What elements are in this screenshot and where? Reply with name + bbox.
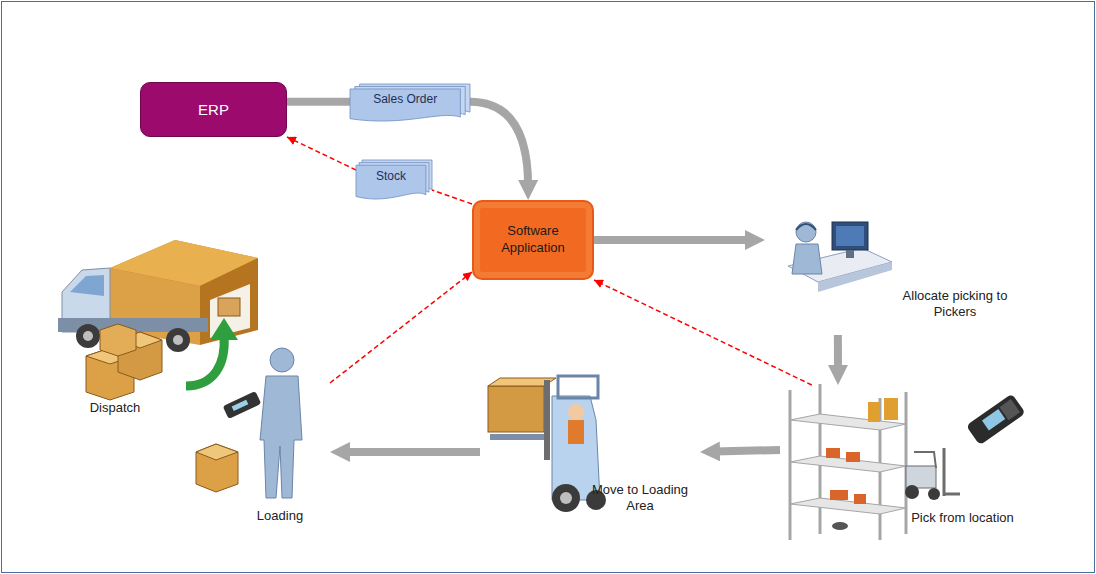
truck-icon-part [166, 328, 190, 352]
pick-forklift-part [943, 448, 946, 496]
rack-shelves-part [854, 494, 866, 504]
step-caption: Pick from location [885, 510, 1040, 526]
rack-shelves [790, 384, 906, 540]
rack-shelves-part [826, 448, 840, 458]
step-caption: Loading [240, 508, 320, 524]
forklift-icon-part [544, 380, 550, 460]
desk-operator-part [792, 244, 822, 274]
pick-forklift-part [906, 466, 936, 488]
truck-icon-part [218, 298, 240, 316]
feedback-arrow [594, 280, 812, 385]
load-arrow-part [210, 318, 238, 340]
rack-shelves-part [868, 402, 880, 422]
handheld-scanner-part [966, 394, 1026, 446]
truck-icon-part [83, 331, 93, 341]
loader-figure-part [260, 376, 302, 498]
handheld-scanner-part [999, 399, 1020, 420]
truck-icon [58, 240, 258, 352]
rack-shelves-part [789, 390, 792, 540]
forklift-icon-part [560, 492, 572, 504]
loader-box [196, 444, 238, 492]
document-label: Sales Order [350, 86, 460, 113]
feedback-arrow [287, 137, 356, 170]
handheld-scanner-part [982, 409, 1005, 430]
step-group: Pick from location [780, 385, 1045, 545]
step-group: Move to Loading Area [480, 380, 700, 520]
flow-arrow [470, 102, 528, 186]
step-caption: Dispatch [80, 400, 150, 416]
pick-forklift-part [905, 485, 919, 499]
load-arrow-part [186, 336, 224, 386]
desk-operator-part [796, 222, 816, 242]
truck-icon-part [70, 275, 104, 296]
forklift-icon [488, 376, 606, 512]
loader-box-part [196, 444, 238, 460]
truck-icon-part [76, 324, 100, 348]
feedback-arrow [432, 190, 472, 204]
step-caption: Allocate picking to Pickers [880, 288, 1030, 319]
flow-arrow [344, 448, 480, 456]
box-label: Software Application [480, 202, 586, 278]
loader-figure-part [270, 348, 294, 372]
desk-operator-part [832, 222, 868, 250]
rack-shelves-part [832, 522, 848, 530]
feedback-arrow [330, 272, 472, 383]
forklift-icon-part [488, 386, 544, 432]
forklift-icon-part [568, 420, 584, 444]
box-label: ERP [141, 83, 286, 136]
pick-forklift-part [928, 488, 940, 500]
handheld-scanner-part [966, 394, 1026, 446]
loader-box-part [196, 444, 238, 492]
forklift-icon-part [490, 434, 548, 440]
document-shape: Stock [356, 160, 432, 200]
process-box: Software Application [472, 200, 594, 280]
truck-icon-part [173, 335, 183, 345]
rack-shelves-part [830, 490, 848, 500]
forklift-icon-part [568, 404, 584, 420]
pick-forklift-part [914, 452, 936, 468]
flow-arrow [594, 236, 751, 244]
desk-operator-part [846, 250, 854, 258]
step-group: Dispatch [55, 235, 250, 425]
desk-operator-part [796, 224, 816, 230]
pick-forklift [905, 448, 960, 500]
rack-shelves-part [846, 452, 860, 462]
document-label: Stock [356, 162, 426, 190]
flow-arrow [834, 335, 842, 371]
flow-arrow [287, 98, 350, 106]
system-box: ERP [140, 82, 287, 137]
handheld-scanner [966, 394, 1026, 446]
document-shape: Sales Order [350, 84, 470, 122]
forklift-icon-part [558, 376, 598, 398]
desk-operator-part [818, 262, 892, 292]
rack-shelves-part [905, 392, 908, 534]
dispatch-boxes-part [100, 324, 136, 356]
desk-operator-part [836, 226, 864, 246]
flow-arrow [714, 450, 780, 452]
step-caption: Move to Loading Area [583, 482, 697, 513]
dispatch-boxes [86, 324, 162, 400]
rack-shelves-part [884, 398, 898, 420]
desk-operator [788, 222, 892, 292]
load-arrow [186, 318, 238, 386]
rack-shelves-part [790, 498, 906, 514]
step-group: Loading [235, 345, 330, 535]
step-group: Allocate picking to Pickers [765, 212, 1040, 335]
loader-figure-part [232, 400, 249, 411]
truck-icon-part [200, 258, 258, 345]
forklift-icon-part [552, 484, 580, 512]
loader-figure-part [223, 391, 262, 419]
pick-forklift-part [944, 493, 960, 496]
